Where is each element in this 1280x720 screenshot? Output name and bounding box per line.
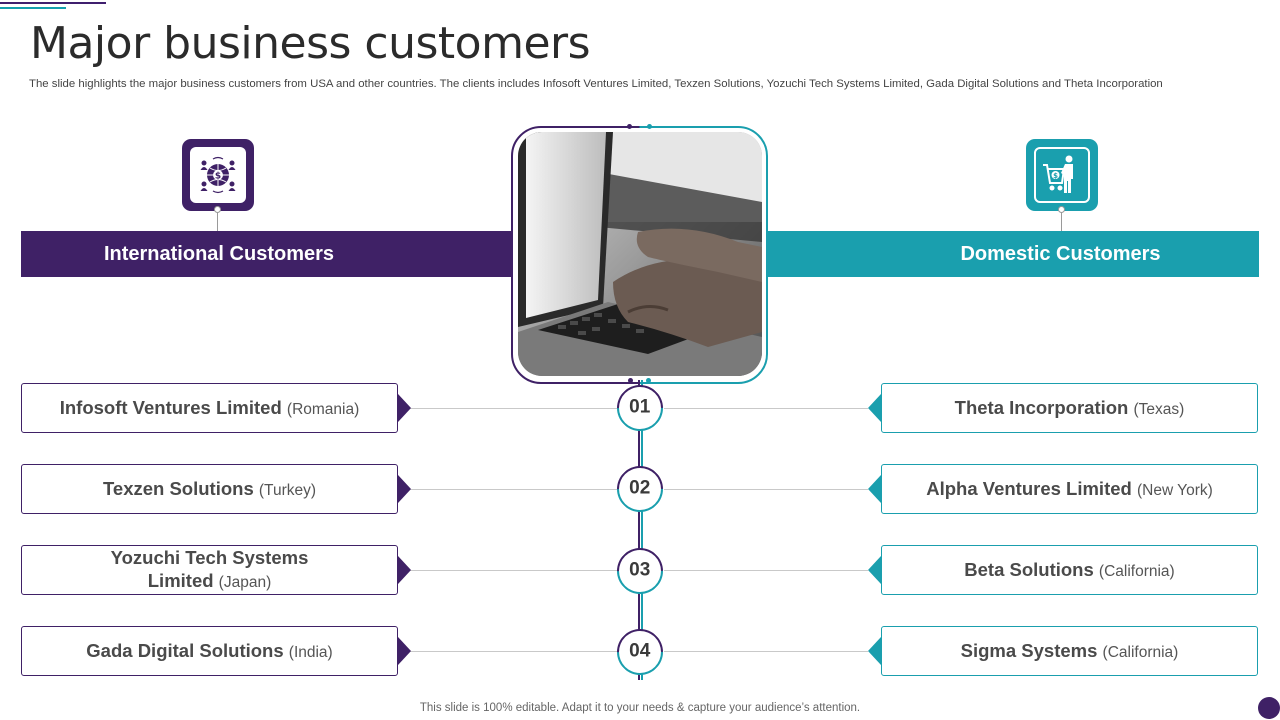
page-title: Major business customers: [30, 18, 591, 69]
number-badge-2: 02: [607, 456, 673, 522]
svg-text:$: $: [1053, 172, 1058, 180]
domestic-connector-dot: [1058, 206, 1065, 213]
row-3-left-line: [410, 570, 618, 571]
globe-dollar-people-icon: $: [200, 156, 236, 194]
footer-note: This slide is 100% editable. Adapt it to…: [419, 702, 861, 714]
international-customer-4: Gada Digital Solutions (India): [21, 626, 398, 676]
customer-location: (California): [1098, 562, 1175, 580]
domestic-customer-3: Beta Solutions (California): [881, 545, 1258, 595]
row-2-left-line: [410, 489, 618, 490]
pointer-right-2: [868, 475, 881, 503]
frame-dot-top-right: [647, 124, 652, 129]
photo-frame-right: [639, 126, 768, 384]
customer-name: Theta Incorporation: [954, 396, 1129, 418]
customer-name-line-2: Limited: [147, 570, 214, 591]
pointer-left-1: [398, 394, 411, 422]
row-4-left-line: [410, 651, 618, 652]
laptop-typing-photo: [518, 132, 762, 376]
international-icon-connector: [217, 211, 218, 231]
frame-dot-bottom-left: [628, 378, 633, 383]
domestic-icon-box: $: [1026, 139, 1098, 211]
domestic-icon-connector: [1061, 211, 1062, 231]
domestic-customers-header: Domestic Customers: [766, 231, 1259, 277]
row-1-left-line: [410, 408, 618, 409]
row-1-right-line: [664, 408, 868, 409]
customer-location: (Turkey): [258, 481, 317, 499]
number-label: 01: [629, 396, 651, 418]
customer-location: (Japan): [218, 574, 272, 591]
customer-name: Texzen Solutions: [102, 477, 254, 499]
page-subtitle: The slide highlights the major business …: [29, 78, 1163, 90]
domestic-customer-4: Sigma Systems (California): [881, 626, 1258, 676]
number-badge-4: 04: [607, 619, 673, 685]
number-label: 02: [629, 477, 651, 499]
top-accent-line-teal: [0, 7, 66, 9]
customer-name: Sigma Systems: [960, 639, 1098, 661]
customer-location: (Texas): [1133, 400, 1185, 418]
pointer-right-3: [868, 556, 881, 584]
row-2-right-line: [664, 489, 868, 490]
customer-name: Infosoft Ventures Limited: [59, 396, 282, 418]
shopper-cart-icon: $: [1043, 155, 1073, 193]
customer-location: (Romania): [286, 400, 360, 418]
customer-location: (India): [288, 643, 333, 661]
photo-frame-left: [511, 126, 640, 384]
domestic-customer-1: Theta Incorporation (Texas): [881, 383, 1258, 433]
number-label: 03: [629, 559, 651, 581]
corner-decoration: [1258, 697, 1280, 719]
frame-dot-top-left: [627, 124, 632, 129]
frame-dot-bottom-right: [646, 378, 651, 383]
domestic-customer-2: Alpha Ventures Limited (New York): [881, 464, 1258, 514]
pointer-left-2: [398, 475, 411, 503]
pointer-left-3: [398, 556, 411, 584]
international-customer-3: Yozuchi Tech Systems Limited (Japan): [21, 545, 398, 595]
international-customer-2: Texzen Solutions (Turkey): [21, 464, 398, 514]
international-connector-dot: [214, 206, 221, 213]
customer-name: Alpha Ventures Limited: [926, 477, 1132, 499]
row-4-right-line: [664, 651, 868, 652]
customer-name-line-1: Yozuchi Tech Systems: [110, 547, 309, 568]
customer-name: Beta Solutions: [964, 558, 1094, 580]
svg-text:$: $: [215, 172, 221, 182]
top-accent-line-purple: [0, 2, 106, 4]
international-customer-1: Infosoft Ventures Limited (Romania): [21, 383, 398, 433]
center-line-purple: [638, 380, 640, 680]
row-3-right-line: [664, 570, 868, 571]
international-customers-header: International Customers: [21, 231, 512, 277]
number-badge-3: 03: [607, 538, 673, 604]
customer-location: (New York): [1136, 481, 1213, 499]
customer-name: Gada Digital Solutions: [86, 639, 284, 661]
customer-location: (California): [1102, 643, 1179, 661]
international-icon-box: $: [182, 139, 254, 211]
pointer-right-4: [868, 637, 881, 665]
center-line-teal: [641, 380, 643, 680]
number-badge-1: 01: [607, 375, 673, 441]
pointer-left-4: [398, 637, 411, 665]
pointer-right-1: [868, 394, 881, 422]
number-label: 04: [629, 640, 651, 662]
